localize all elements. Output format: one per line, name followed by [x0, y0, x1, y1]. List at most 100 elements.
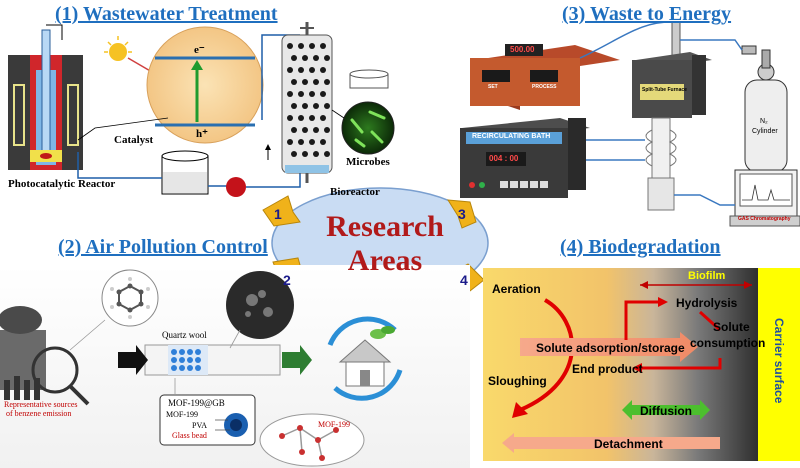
biodegradation-title: (4) Biodegradation — [560, 236, 721, 258]
media-bead — [302, 103, 308, 109]
sources-label-1: Representative sources — [4, 400, 78, 409]
media-bead — [313, 127, 319, 133]
green-house-icon — [327, 316, 403, 401]
hydrogen-atoms — [110, 277, 150, 319]
media-bead — [320, 115, 326, 121]
hydrolysis-arrowhead — [658, 297, 668, 307]
callout-line-1 — [69, 319, 106, 351]
detachment-label: Detachment — [594, 437, 663, 451]
diffusion-arrow — [622, 400, 710, 420]
research-areas-label: Research Areas — [300, 210, 470, 278]
microbes-pointer — [331, 109, 345, 119]
media-bead — [287, 91, 293, 97]
gas-chromatograph — [729, 169, 800, 227]
electron-label: e⁻ — [194, 44, 205, 56]
arrow-4-label: 4 — [460, 272, 468, 288]
catalyst-band-diagram — [146, 26, 264, 144]
research-areas-line1: Research — [326, 210, 444, 243]
media-bead — [309, 67, 315, 73]
media-bead — [298, 115, 304, 121]
media-bead — [309, 91, 315, 97]
media-bead — [324, 55, 330, 61]
holding-tank — [161, 150, 209, 195]
glass-label: Glass bead — [172, 431, 207, 440]
media-bead — [302, 79, 308, 85]
sem-image — [226, 271, 294, 339]
media-bead — [309, 115, 315, 121]
hole-label: h⁺ — [196, 128, 208, 140]
sources-label-2: of benzene emission — [6, 409, 72, 418]
microbe-cells — [350, 110, 386, 148]
outlet-arrow — [282, 345, 312, 375]
reactor-inlet-line — [46, 24, 63, 40]
air-title: (2) Air Pollution Control — [58, 236, 268, 258]
arrow-3 — [447, 199, 477, 229]
biofilm-label: Biofilm — [688, 270, 726, 282]
hydrolysis-to-solute — [698, 310, 722, 332]
reactor-tank-pipe — [77, 152, 162, 179]
mof-metal-nodes — [279, 425, 339, 461]
photocatalytic-reactor — [8, 29, 83, 170]
set-label: SET — [488, 84, 498, 90]
media-bead — [309, 139, 315, 145]
media-bead — [302, 55, 308, 61]
cylinder-label-2: Cylinder — [752, 128, 778, 135]
quartz-label: Quartz wool — [162, 330, 207, 340]
recirculating-bath — [460, 118, 590, 198]
media-bead — [298, 91, 304, 97]
biofilm-arrow-right — [744, 281, 752, 289]
media-bead — [287, 67, 293, 73]
temperature-controller — [470, 44, 620, 110]
mof-bead-callout — [159, 394, 256, 446]
media-bead — [313, 151, 319, 157]
mof-lattice — [281, 427, 337, 459]
media-bead — [298, 43, 304, 49]
pva-label: PVA — [192, 421, 207, 430]
media-bead — [298, 139, 304, 145]
media-bead — [320, 139, 326, 145]
arrow-1-label: 1 — [274, 206, 282, 222]
wastewater-title: (1) Wastewater Treatment — [55, 3, 278, 25]
energy-title: (3) Waste to Energy — [562, 3, 732, 25]
end-product-arrowhead — [632, 363, 642, 373]
mofgb-label: MOF-199@GB — [168, 398, 225, 408]
gc-label: GAS Chromatography — [738, 216, 791, 222]
media-bead — [313, 79, 319, 85]
microbes-icon — [341, 101, 395, 155]
reactor-label: Photocatalytic Reactor — [8, 178, 116, 190]
flow-arrowhead — [265, 144, 271, 150]
media-bead — [291, 79, 297, 85]
biofilm-arrow-left — [640, 281, 648, 289]
media-bead — [302, 151, 308, 157]
quartz-tube — [144, 344, 281, 376]
furnace-label: Split-Tube Furnace — [642, 87, 687, 93]
energy-piping — [579, 21, 743, 206]
sun-rays — [104, 36, 132, 53]
mof-label: MOF-199 — [166, 410, 199, 419]
adsorption-label: Solute adsorption/storage — [536, 341, 685, 355]
sloughing-label: Sloughing — [488, 374, 547, 388]
pump-icon — [226, 177, 246, 197]
carrier-label: Carrier surface — [772, 318, 786, 404]
hydrolysis-path — [624, 300, 660, 340]
aeration-label: Aeration — [492, 282, 541, 296]
bath-display: 004 : 00 — [489, 154, 519, 163]
solute-label: Solute — [713, 320, 750, 334]
media-bead — [291, 151, 297, 157]
bioreactor-media — [287, 43, 330, 157]
media-bead — [320, 67, 326, 73]
hydrolysis-label: Hydrolysis — [676, 296, 738, 310]
mof2-label: MOF-199 — [318, 420, 351, 429]
media-bead — [324, 151, 330, 157]
media-bead — [291, 55, 297, 61]
media-bead — [309, 43, 315, 49]
media-bead — [287, 115, 293, 121]
media-bead — [320, 43, 326, 49]
media-bead — [291, 103, 297, 109]
catalyst-label: Catalyst — [114, 134, 154, 146]
media-bead — [287, 43, 293, 49]
carrier-surface — [758, 268, 800, 461]
media-bead — [291, 127, 297, 133]
n2-cylinder — [741, 45, 788, 173]
